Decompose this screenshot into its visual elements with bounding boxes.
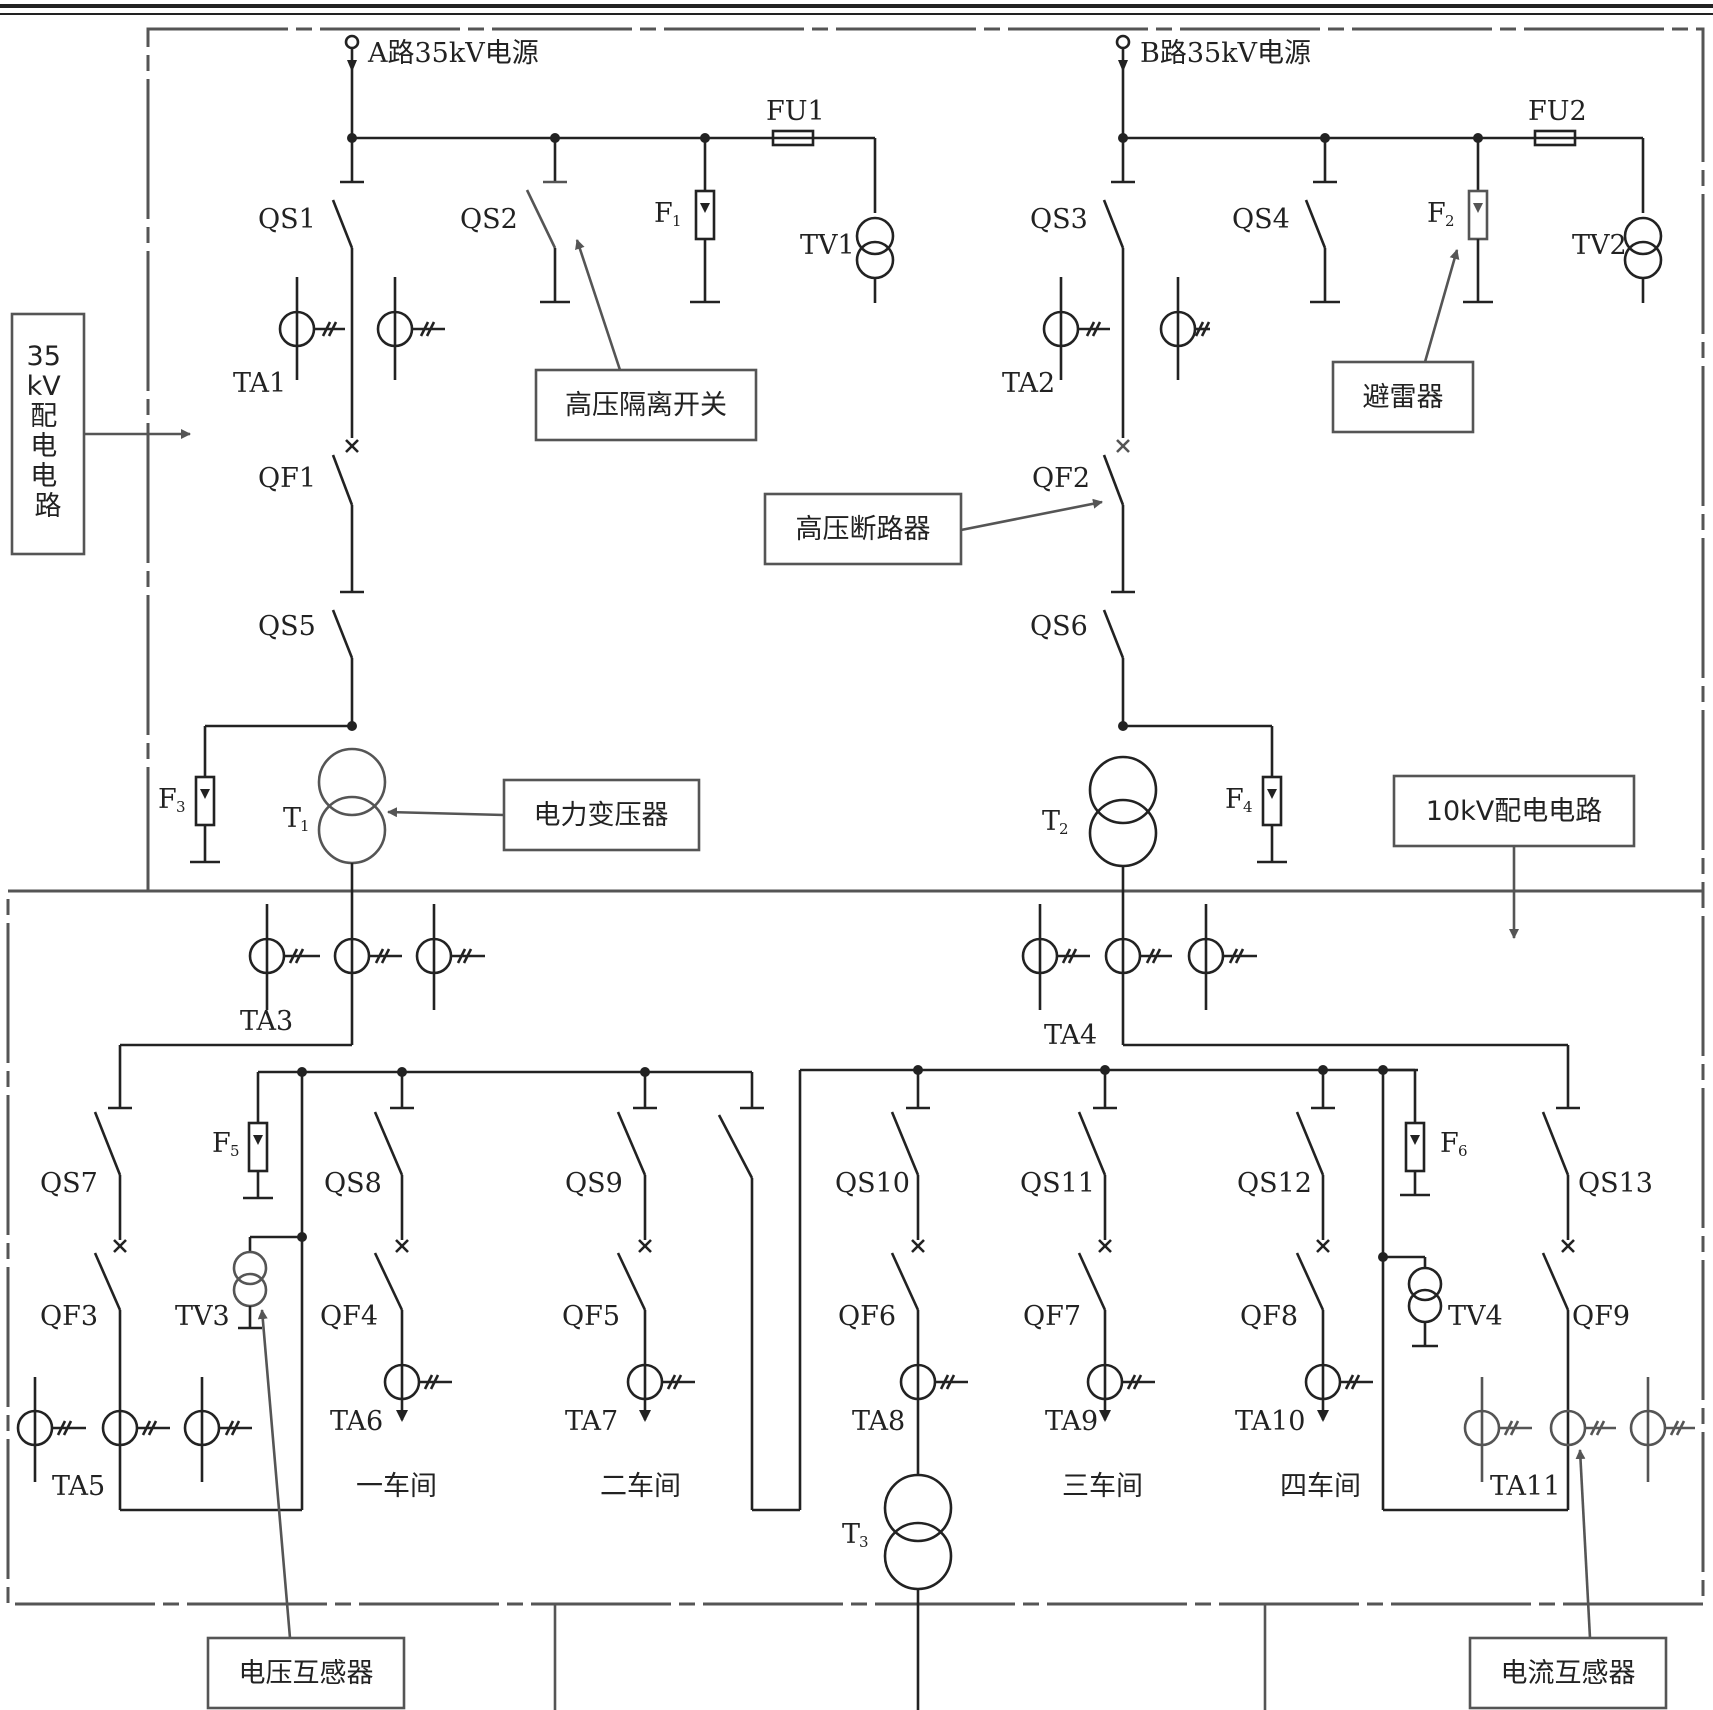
label-fu1: FU1 xyxy=(766,96,825,127)
label-tv4: TV4 xyxy=(1448,1301,1503,1332)
callout-breaker-text: 高压断路器 xyxy=(796,514,931,545)
label-t1: T xyxy=(283,803,301,834)
label-t2: T xyxy=(1042,806,1060,837)
svg-text:1: 1 xyxy=(300,817,310,835)
label-qs5: QS5 xyxy=(258,611,316,642)
label-qs1: QS1 xyxy=(258,204,316,235)
panel-boundaries xyxy=(6,27,1705,1710)
callout-arrester xyxy=(1331,360,1475,434)
label-qs8: QS8 xyxy=(324,1168,382,1199)
load-workshop-2: 二车间 xyxy=(600,1471,681,1502)
label-ta11: TA11 xyxy=(1490,1471,1560,1502)
callout-hv35-text: 35 kV 配 电 电 路 xyxy=(27,341,70,522)
load-workshop-3: 三车间 xyxy=(1062,1471,1143,1502)
label-f2: F xyxy=(1427,198,1446,229)
transformer-t2 xyxy=(1088,755,1158,825)
label-t3: T xyxy=(842,1519,860,1550)
svg-text:4: 4 xyxy=(1243,798,1253,816)
label-ta6: TA6 xyxy=(330,1406,383,1437)
lv-section xyxy=(16,904,1695,1604)
label-ta9: TA9 xyxy=(1045,1406,1098,1437)
source-b-terminal xyxy=(1115,34,1131,50)
label-qf1: QF1 xyxy=(258,463,316,494)
label-qs10: QS10 xyxy=(835,1168,910,1199)
label-qs11: QS11 xyxy=(1020,1168,1095,1199)
b-line xyxy=(1042,34,1663,1045)
svg-text:1: 1 xyxy=(672,212,682,230)
transformer-t3 xyxy=(883,1473,953,1543)
label-qf7: QF7 xyxy=(1023,1301,1081,1332)
transformer-t1 xyxy=(317,747,387,817)
hv35-panel xyxy=(146,27,1705,893)
label-qs12: QS12 xyxy=(1237,1168,1312,1199)
label-f5: F xyxy=(212,1128,231,1159)
label-ta2: TA2 xyxy=(1002,368,1055,399)
label-qs2: QS2 xyxy=(460,204,518,235)
source-a-label: A路35kV电源 xyxy=(367,38,539,69)
label-f3: F xyxy=(158,784,177,815)
label-qf2: QF2 xyxy=(1032,463,1090,494)
label-ta3: TA3 xyxy=(240,1006,293,1037)
svg-text:3: 3 xyxy=(859,1533,869,1551)
label-qs6: QS6 xyxy=(1030,611,1088,642)
callout-transformer-text: 电力变压器 xyxy=(534,800,669,831)
label-fu2: FU2 xyxy=(1528,96,1587,127)
label-f4: F xyxy=(1225,784,1244,815)
label-ta4: TA4 xyxy=(1044,1020,1097,1051)
svg-text:3: 3 xyxy=(176,798,186,816)
source-b-label: B路35kV电源 xyxy=(1140,38,1311,69)
label-ta8: TA8 xyxy=(852,1406,905,1437)
label-qf8: QF8 xyxy=(1240,1301,1298,1332)
source-a-terminal xyxy=(344,34,360,50)
callouts xyxy=(10,239,1668,1710)
callout-ct xyxy=(1468,1636,1668,1710)
label-qf5: QF5 xyxy=(562,1301,620,1332)
label-f1: F xyxy=(654,198,673,229)
load-workshop-1: 一车间 xyxy=(356,1471,437,1502)
label-ta5: TA5 xyxy=(52,1471,105,1502)
label-tv2: TV2 xyxy=(1572,230,1627,261)
label-qf3: QF3 xyxy=(40,1301,98,1332)
label-qs7: QS7 xyxy=(40,1168,98,1199)
label-qs3: QS3 xyxy=(1030,204,1088,235)
labels: A路35kV电源 B路35kV电源 QS1 QS2 QS3 QS4 QS5 QS… xyxy=(27,38,1653,1689)
label-qs9: QS9 xyxy=(565,1168,623,1199)
a-line xyxy=(190,34,895,1045)
label-qs4: QS4 xyxy=(1232,204,1290,235)
label-qf4: QF4 xyxy=(320,1301,378,1332)
svg-text:2: 2 xyxy=(1445,212,1455,230)
callout-lv10-text: 10kV配电电路 xyxy=(1426,796,1602,827)
label-f6: F xyxy=(1440,1128,1459,1159)
label-tv1: TV1 xyxy=(800,230,855,261)
label-tv3: TV3 xyxy=(175,1301,230,1332)
lv10-panel xyxy=(6,889,1705,1606)
label-qf9: QF9 xyxy=(1572,1301,1630,1332)
svg-text:2: 2 xyxy=(1059,820,1069,838)
label-ta7: TA7 xyxy=(565,1406,618,1437)
label-qs13: QS13 xyxy=(1578,1168,1653,1199)
label-ta1: TA1 xyxy=(233,368,286,399)
load-workshop-4: 四车间 xyxy=(1280,1471,1361,1502)
svg-text:5: 5 xyxy=(230,1142,240,1160)
label-ta10: TA10 xyxy=(1235,1406,1305,1437)
callout-vt-text: 电压互感器 xyxy=(239,1658,374,1689)
callout-arrester-text: 避雷器 xyxy=(1363,382,1444,413)
label-qf6: QF6 xyxy=(838,1301,896,1332)
top-rule xyxy=(0,4,1713,15)
callout-isolator xyxy=(534,368,758,442)
callout-ct-text: 电流互感器 xyxy=(1501,1658,1636,1689)
svg-text:6: 6 xyxy=(1458,1142,1468,1160)
callout-isolator-text: 高压隔离开关 xyxy=(565,390,727,421)
callout-vt xyxy=(206,1636,406,1710)
